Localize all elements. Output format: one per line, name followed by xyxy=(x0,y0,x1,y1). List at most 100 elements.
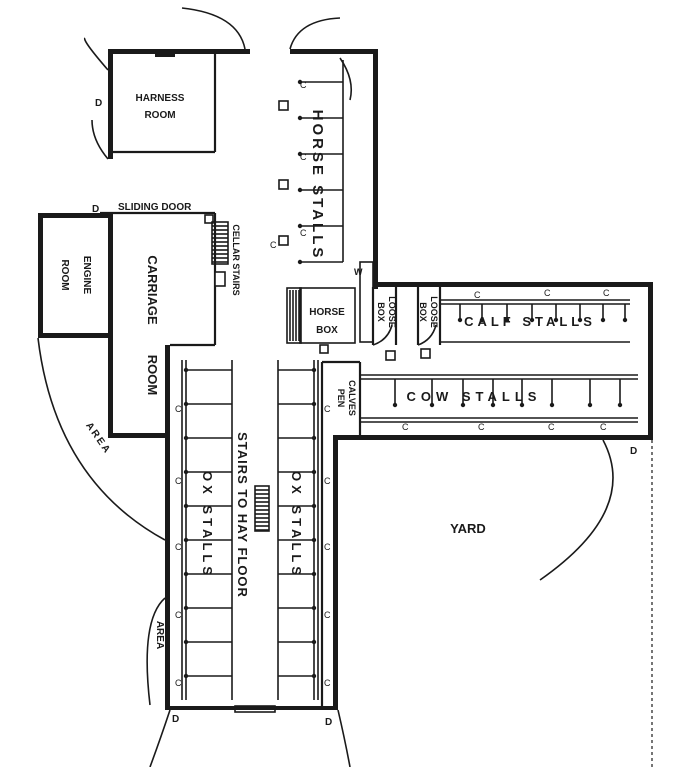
cellar-stairs-label: CELLAR STAIRS xyxy=(231,224,241,295)
loose-box-a-label-1: LOOSE xyxy=(387,296,397,328)
exterior-walls xyxy=(108,49,653,710)
stall-post xyxy=(392,402,398,408)
chute-mark: C xyxy=(300,152,307,162)
horse-box-label-2: BOX xyxy=(316,325,338,336)
door-mark-west: D xyxy=(95,98,102,109)
engine-room-label-1: ENGINE xyxy=(81,256,92,295)
stall-post xyxy=(183,639,189,645)
stall-post xyxy=(311,401,317,407)
chute-mark: C xyxy=(548,422,555,432)
chute-mark: C xyxy=(175,476,182,486)
ox-stalls-right-label: OX STALLS xyxy=(289,471,304,579)
stall-post xyxy=(297,115,303,121)
feed-boxes xyxy=(278,100,289,246)
stall-post xyxy=(183,469,189,475)
chute-mark: C xyxy=(270,240,277,250)
stall-post xyxy=(297,259,303,265)
loose-box-b-label-1: LOOSE xyxy=(429,296,439,328)
chute-mark: C xyxy=(324,404,331,414)
stall-post xyxy=(490,402,496,408)
chute-mark: C xyxy=(324,542,331,552)
stall-post xyxy=(297,187,303,193)
stall-post xyxy=(183,401,189,407)
calves-pen xyxy=(320,360,362,706)
yard-label: YARD xyxy=(450,521,486,536)
stall-post xyxy=(311,639,317,645)
stall-post xyxy=(183,537,189,543)
harness-room-walls xyxy=(113,49,217,154)
chute-mark: C xyxy=(300,80,307,90)
carriage-room-walls xyxy=(100,211,226,347)
room-labels: HARNESS ROOM SLIDING DOOR D D ENGINE ROO… xyxy=(59,93,637,728)
chute-mark: C xyxy=(600,422,607,432)
chute-mark: C xyxy=(175,542,182,552)
horse-box-label-1: HORSE xyxy=(309,307,345,318)
chute-mark: C xyxy=(474,290,481,300)
stall-post xyxy=(183,673,189,679)
stall-post xyxy=(429,402,435,408)
door-mark-yard: D xyxy=(630,446,637,457)
stall-post xyxy=(311,503,317,509)
calves-pen-label-1: CALVES xyxy=(347,380,357,416)
stall-post xyxy=(311,605,317,611)
cow-stalls xyxy=(360,374,638,423)
door-swings xyxy=(37,7,653,767)
chute-mark: C xyxy=(402,422,409,432)
stall-post xyxy=(553,317,559,323)
chute-mark: C xyxy=(175,404,182,414)
sliding-door-label: SLIDING DOOR xyxy=(118,202,192,213)
stall-post xyxy=(587,402,593,408)
chute-mark: C xyxy=(544,288,551,298)
stall-post xyxy=(519,402,525,408)
chute-mark: C xyxy=(478,422,485,432)
door-mark-harness: D xyxy=(92,204,99,215)
stall-post xyxy=(311,367,317,373)
stall-post xyxy=(297,223,303,229)
stall-post xyxy=(311,435,317,441)
window-mark: W xyxy=(354,267,363,277)
ox-stalls-left-label: OX STALLS xyxy=(200,471,215,579)
chute-mark: C xyxy=(175,678,182,688)
ox-stalls xyxy=(181,360,319,713)
stall-post xyxy=(457,317,463,323)
stall-post xyxy=(460,402,466,408)
stall-post xyxy=(479,317,485,323)
stall-post xyxy=(311,537,317,543)
horse-stalls-label: HORSE STALLS xyxy=(309,110,326,261)
harness-room-label-1: HARNESS xyxy=(136,93,185,104)
loose-boxes xyxy=(371,287,442,361)
stall-post xyxy=(183,605,189,611)
harness-room-label-2: ROOM xyxy=(144,110,175,121)
cow-stalls-label: COW STALLS xyxy=(407,389,542,404)
stall-post xyxy=(183,503,189,509)
stall-post xyxy=(600,317,606,323)
calves-pen-label-2: PEN xyxy=(336,389,346,408)
door-mark-ox-left: D xyxy=(172,714,179,725)
stall-post xyxy=(183,571,189,577)
engine-room-label-2: ROOM xyxy=(59,259,70,290)
stall-post xyxy=(617,402,623,408)
stall-post xyxy=(549,402,555,408)
engine-room xyxy=(38,213,113,338)
stall-post xyxy=(577,317,583,323)
carriage-room-label-1: CARRIAGE xyxy=(145,255,160,325)
stall-post xyxy=(311,673,317,679)
stall-post xyxy=(311,469,317,475)
carriage-room-label-2: ROOM xyxy=(145,355,160,395)
stairs-to-hay-floor-label: STAIRS TO HAY FLOOR xyxy=(235,432,250,598)
chute-mark: C xyxy=(175,610,182,620)
stall-post xyxy=(311,571,317,577)
chute-mark: C xyxy=(300,228,307,238)
loose-box-a-label-2: BOX xyxy=(376,302,386,322)
stall-post xyxy=(504,317,510,323)
chute-mark: C xyxy=(324,476,331,486)
door-mark-ox-right: D xyxy=(325,717,332,728)
stall-post xyxy=(297,79,303,85)
stall-post xyxy=(622,317,628,323)
stall-post xyxy=(529,317,535,323)
chute-mark: C xyxy=(324,678,331,688)
area-bottom-label: AREA xyxy=(154,621,165,649)
